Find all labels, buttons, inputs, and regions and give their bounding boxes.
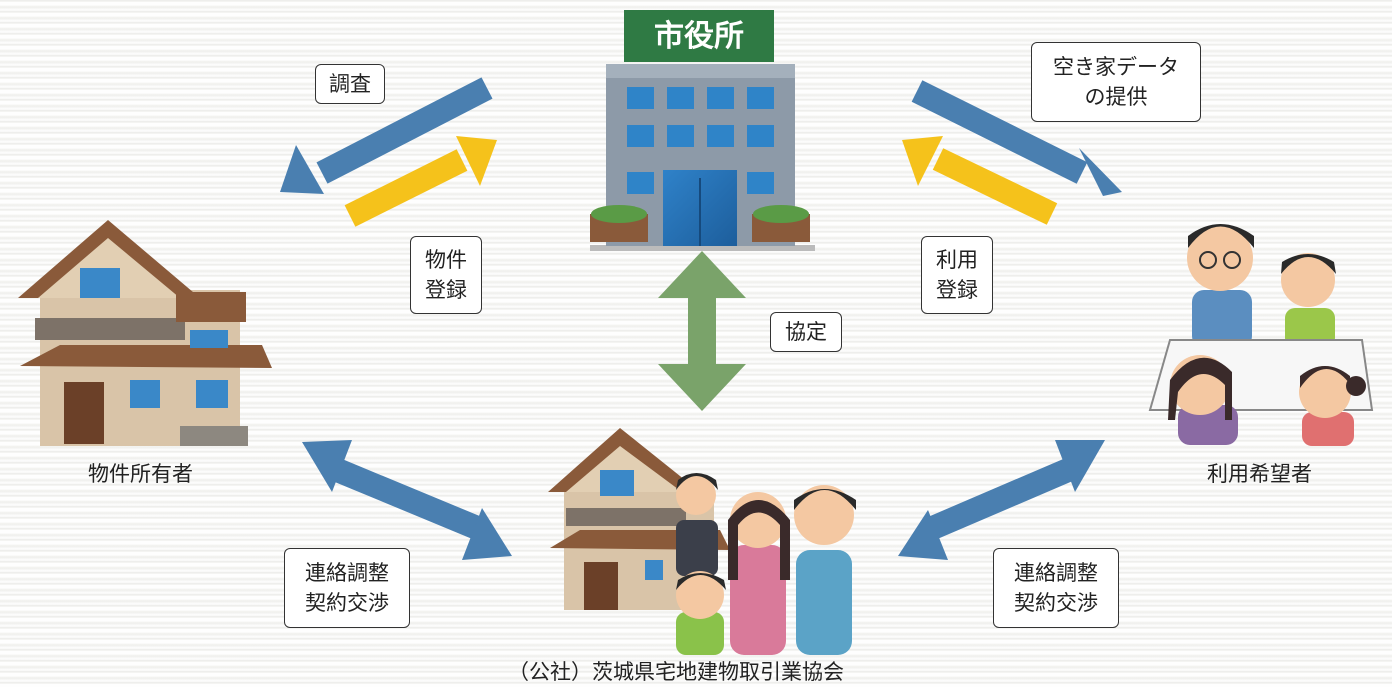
caption-association: （公社）茨城県宅地建物取引業協会 bbox=[508, 660, 844, 684]
arrow-property-registration bbox=[344, 136, 497, 227]
label-vacancy-data: 空き家データ の提供 bbox=[1031, 42, 1201, 122]
city-hall-illustration: 市役所 bbox=[590, 10, 815, 251]
label-vacancy-data-line2: の提供 bbox=[1084, 85, 1148, 109]
label-agreement-text: 協定 bbox=[785, 319, 827, 344]
arrow-usage-registration bbox=[902, 136, 1058, 225]
applicant-family-illustration bbox=[1148, 224, 1374, 446]
arrow-vacancy-data bbox=[911, 80, 1122, 196]
label-property-registration-line2: 登録 bbox=[425, 278, 467, 302]
label-survey-text: 調査 bbox=[329, 71, 371, 96]
label-usage-registration-line2: 登録 bbox=[936, 278, 978, 302]
label-agreement: 協定 bbox=[770, 312, 842, 352]
caption-applicant: 利用希望者 bbox=[1207, 462, 1312, 486]
label-survey: 調査 bbox=[315, 64, 385, 104]
arrow-agreement bbox=[658, 251, 746, 411]
label-property-registration: 物件 登録 bbox=[410, 236, 482, 314]
arrow-survey bbox=[280, 77, 493, 194]
label-coordination-left-line2: 契約交渉 bbox=[305, 591, 389, 615]
label-coordination-left-line1: 連絡調整 bbox=[305, 560, 389, 585]
arrow-coordination-right bbox=[898, 440, 1105, 560]
label-coordination-right-line1: 連絡調整 bbox=[1014, 560, 1098, 585]
label-usage-registration: 利用 登録 bbox=[921, 236, 993, 314]
city-hall-sign-text: 市役所 bbox=[654, 19, 744, 54]
label-coordination-left: 連絡調整 契約交渉 bbox=[284, 548, 410, 628]
association-illustration bbox=[548, 428, 856, 655]
city-hall-windows bbox=[627, 87, 774, 194]
arrow-coordination-left bbox=[302, 440, 512, 560]
caption-owner: 物件所有者 bbox=[88, 462, 193, 486]
owner-house-illustration bbox=[18, 220, 272, 446]
city-hall-sign-board bbox=[624, 10, 774, 62]
label-usage-registration-line1: 利用 bbox=[936, 247, 978, 272]
label-coordination-right-line2: 契約交渉 bbox=[1014, 591, 1098, 615]
label-property-registration-line1: 物件 bbox=[425, 247, 467, 272]
label-vacancy-data-line1: 空き家データ bbox=[1053, 54, 1179, 79]
label-coordination-right: 連絡調整 契約交渉 bbox=[993, 548, 1119, 628]
